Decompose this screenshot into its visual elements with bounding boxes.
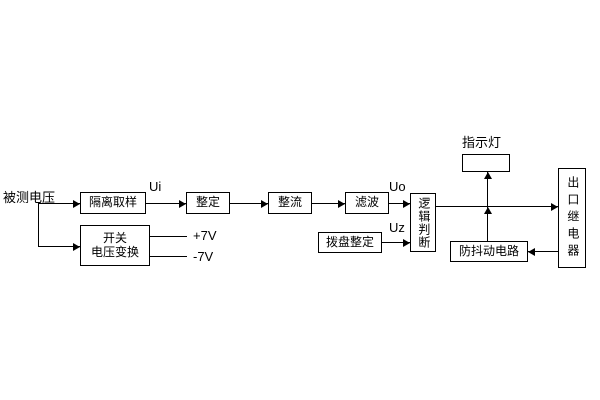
label-signal-uo: Uo	[389, 179, 406, 194]
connector-filter-to-logic	[389, 203, 410, 204]
connector-antijitter-to-lamp	[487, 172, 488, 241]
connector-dial-to-logic	[382, 242, 410, 243]
arrowhead-into-filter	[338, 200, 345, 208]
block-anti-jitter: 防抖动电路	[450, 241, 528, 262]
arrowhead-into-isolation	[73, 200, 80, 208]
connector-setting-to-rectifier	[230, 203, 268, 204]
label-indicator-lamp: 指示灯	[462, 135, 502, 150]
arrowhead-into-indicator-lamp	[484, 172, 492, 179]
connector-rectifier-to-filter	[312, 203, 345, 204]
label-plus-7v: +7V	[193, 228, 217, 243]
arrowhead-into-logic-from-dial	[403, 239, 410, 247]
arrowhead-into-setting	[179, 200, 186, 208]
arrowhead-into-anti-jitter	[528, 248, 535, 256]
label-minus-7v: -7V	[193, 249, 214, 264]
block-switch-voltage-converter: 开关 电压变换	[80, 225, 150, 266]
label-signal-uz: Uz	[389, 220, 405, 235]
connector-isolation-to-setting	[146, 203, 186, 204]
block-logic-judgment: 逻辑判断	[410, 193, 436, 252]
connector-input-branch-vertical	[38, 203, 39, 247]
label-measured-voltage: 被测电压	[3, 190, 56, 205]
block-setting: 整定	[186, 192, 230, 214]
connector-input-to-isolation	[38, 203, 80, 204]
connector-minus-7v	[150, 256, 187, 257]
block-switch-voltage-converter-line1: 开关	[102, 230, 127, 245]
arrowhead-into-logic-from-filter	[403, 200, 410, 208]
block-filter: 滤波	[345, 192, 389, 214]
connector-plus-7v	[150, 236, 187, 237]
connector-branch-to-switch-converter	[38, 246, 80, 247]
block-rectifier: 整流	[268, 192, 312, 214]
block-indicator-lamp	[462, 154, 510, 172]
connector-logic-to-relay	[436, 206, 558, 207]
label-signal-ui: Ui	[149, 179, 162, 194]
block-dial-setting: 拨盘整定	[318, 232, 382, 253]
arrowhead-into-switch-converter	[73, 243, 80, 251]
arrowhead-into-output-relay	[551, 203, 558, 211]
arrowhead-into-main-line-junction	[484, 207, 492, 214]
block-switch-voltage-converter-line2: 电压变换	[90, 244, 139, 259]
block-output-relay: 出口继电器	[558, 168, 586, 268]
connector-relay-to-antijitter	[528, 251, 558, 252]
block-isolation-sampling: 隔离取样	[80, 192, 146, 214]
arrowhead-into-rectifier	[261, 200, 268, 208]
